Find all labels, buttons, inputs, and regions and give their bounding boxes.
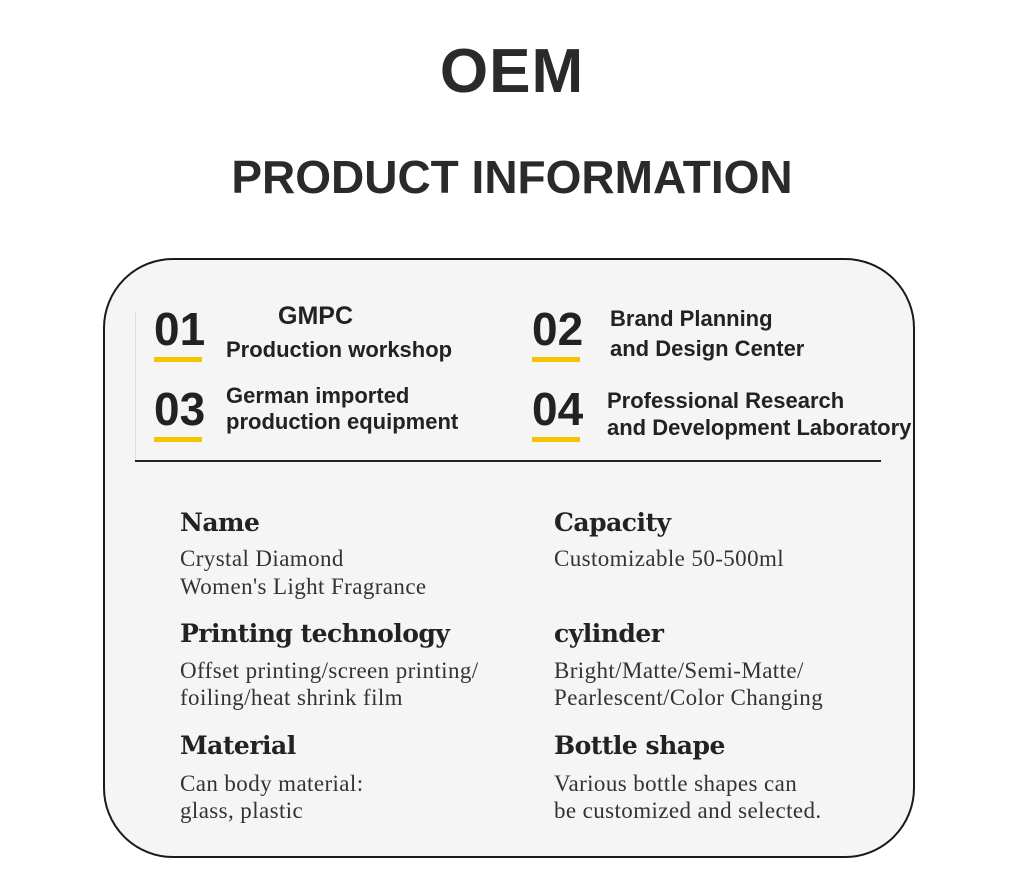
spec-value: Various bottle shapes can xyxy=(554,771,798,796)
page-title: OEM xyxy=(439,37,585,106)
spec-label: Bottle shape xyxy=(554,731,725,760)
page-subtitle: PRODUCT INFORMATION xyxy=(231,151,793,203)
feature-number: 04 xyxy=(532,383,584,442)
feature-number: 03 xyxy=(154,383,206,442)
spec-value: Can body material: xyxy=(180,771,364,796)
spec-label: Name xyxy=(180,508,260,537)
divider-horizontal xyxy=(135,460,881,462)
spec-label: Material xyxy=(180,731,296,760)
feature-subtitle: and Development Laboratory xyxy=(607,415,912,440)
spec-label: Capacity xyxy=(554,508,671,537)
spec-value: Pearlescent/Color Changing xyxy=(554,685,824,710)
feature-number: 01 xyxy=(154,303,206,362)
divider-vertical xyxy=(135,312,136,462)
spec-label: cylinder xyxy=(554,619,664,648)
feature-subtitle: Production workshop xyxy=(226,337,453,362)
spec-value: glass, plastic xyxy=(180,798,304,823)
feature-title: German imported xyxy=(226,383,410,408)
feature-subtitle: and Design Center xyxy=(610,336,805,361)
spec-value: Offset printing/screen printing/ xyxy=(180,658,479,683)
product-info-card xyxy=(103,258,915,858)
feature-title: Professional Research xyxy=(607,388,845,413)
spec-value: Crystal Diamond xyxy=(180,546,344,571)
spec-value: foiling/heat shrink film xyxy=(180,685,403,710)
spec-value: Bright/Matte/Semi-Matte/ xyxy=(554,658,804,683)
feature-title: GMPC xyxy=(278,302,353,330)
spec-value: Women's Light Fragrance xyxy=(180,574,427,599)
spec-value: be customized and selected. xyxy=(554,798,822,823)
feature-title: Brand Planning xyxy=(610,306,773,331)
feature-subtitle: production equipment xyxy=(226,409,459,434)
spec-value: Customizable 50-500ml xyxy=(554,546,785,571)
feature-number: 02 xyxy=(532,303,584,362)
spec-label: Printing technology xyxy=(180,619,450,648)
